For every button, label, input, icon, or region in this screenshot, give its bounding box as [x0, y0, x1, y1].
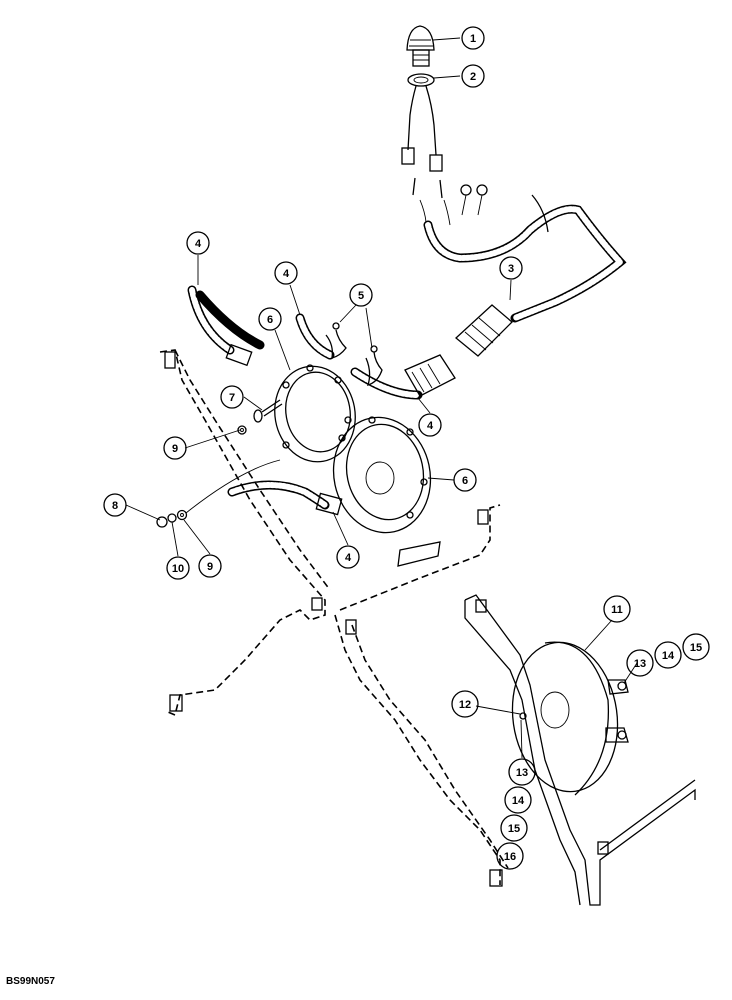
terminal-wires — [325, 322, 383, 386]
flat-washer-lower — [176, 509, 188, 521]
flat-washer-upper — [237, 425, 247, 435]
figure-code: BS99N057 — [6, 976, 55, 987]
svg-text:3: 3 — [508, 263, 514, 275]
jumper-wire-middle — [295, 313, 335, 360]
callout-12: 12 — [451, 690, 479, 718]
horn-lower — [332, 416, 441, 567]
jumper-wire-left — [187, 285, 265, 367]
callout-9-upper: 9 — [163, 436, 187, 460]
harness-connector — [455, 304, 513, 357]
svg-text:1: 1 — [470, 33, 476, 45]
mounting-bracket-left — [159, 349, 331, 717]
svg-text:8: 8 — [112, 500, 118, 512]
callout-6-lower: 6 — [453, 468, 477, 492]
callout-13-right: 13 — [626, 649, 654, 677]
svg-text:11: 11 — [611, 604, 623, 616]
svg-text:5: 5 — [358, 290, 364, 302]
svg-text:4: 4 — [283, 268, 290, 280]
svg-text:4: 4 — [345, 552, 352, 564]
bolt-nut — [156, 516, 168, 528]
callout-3: 3 — [499, 256, 523, 280]
callout-13-lower: 13 — [508, 758, 536, 786]
callout-4-lower: 4 — [336, 545, 360, 569]
callout-4-left: 4 — [186, 231, 210, 255]
switch-lead-wires — [401, 85, 488, 226]
callout-4-middle: 4 — [274, 261, 298, 285]
callout-15-right: 15 — [682, 633, 710, 661]
single-horn — [511, 641, 629, 796]
svg-text:6: 6 — [462, 475, 468, 487]
callout-11: 11 — [603, 595, 631, 623]
callout-14-lower: 14 — [504, 786, 532, 814]
svg-text:13: 13 — [634, 658, 646, 670]
lock-washer — [167, 513, 177, 523]
wiring-harness — [423, 194, 627, 357]
jumper-wire-lower — [227, 480, 343, 516]
callout-8: 8 — [103, 493, 127, 517]
svg-text:9: 9 — [207, 561, 213, 573]
callout-15-lower: 15 — [500, 814, 528, 842]
svg-text:10: 10 — [172, 563, 184, 575]
svg-text:14: 14 — [512, 795, 525, 807]
leader-lines — [125, 37, 638, 759]
callout-1: 1 — [461, 26, 485, 50]
mounting-bracket-right — [334, 504, 509, 887]
svg-text:4: 4 — [195, 238, 202, 250]
callout-6-upper: 6 — [258, 307, 282, 331]
switch-nut — [407, 73, 435, 87]
callout-10: 10 — [166, 556, 190, 580]
callout-9-lower: 9 — [198, 554, 222, 578]
svg-text:2: 2 — [470, 71, 476, 83]
svg-text:13: 13 — [516, 767, 528, 779]
horn-switch-button — [406, 25, 435, 67]
svg-text:6: 6 — [267, 314, 273, 326]
horn-upper — [274, 364, 356, 463]
svg-text:15: 15 — [508, 823, 520, 835]
svg-text:14: 14 — [662, 650, 675, 662]
callout-2: 2 — [461, 64, 485, 88]
svg-text:4: 4 — [427, 420, 434, 432]
callout-4-right: 4 — [418, 413, 442, 437]
svg-text:9: 9 — [172, 443, 178, 455]
svg-text:16: 16 — [504, 851, 516, 863]
callout-14-right: 14 — [654, 641, 682, 669]
callout-16: 16 — [496, 842, 524, 870]
svg-text:7: 7 — [229, 392, 235, 404]
mounting-bolt — [253, 399, 283, 423]
svg-text:15: 15 — [690, 642, 702, 654]
callout-5: 5 — [349, 283, 373, 307]
horn-mounting-bracket — [464, 594, 696, 906]
svg-text:12: 12 — [459, 699, 471, 711]
jumper-wire-right — [350, 354, 456, 400]
callout-7: 7 — [220, 385, 244, 409]
